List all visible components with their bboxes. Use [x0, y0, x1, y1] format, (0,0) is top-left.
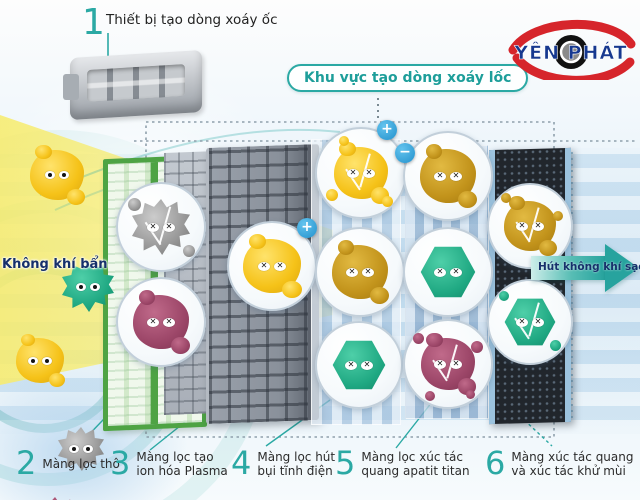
captured-germ-circle-teal: ✕✕ [403, 227, 493, 317]
captured-germ-circle-teal: ✕✕ [315, 321, 403, 409]
captured-germ-circle-gray: ✕✕ [116, 182, 206, 272]
ionized-germ-circle-yellow: + ✕✕ [227, 218, 317, 311]
step2-item: 2 Màng lọc thô [16, 447, 120, 479]
clean-air-arrow-tip [605, 244, 639, 292]
dirty-air-label: Không khí bẩn [2, 257, 108, 272]
step2-label: Màng lọc thô [42, 457, 120, 471]
clean-air-label: Hút không khí sạch [538, 261, 640, 273]
step5-number: 5 [335, 444, 356, 482]
logo-text: YÊN PHÁT [513, 41, 627, 64]
clean-air-arrow [531, 256, 605, 280]
minus-ion-badge: − [395, 143, 415, 163]
step1-number: 1 [82, 2, 105, 43]
vortex-device-image [63, 49, 202, 121]
captured-germ-circle-mustard: ✕✕ [403, 131, 493, 221]
broken-germ-circle-dark-yellow: ✕✕ [487, 183, 573, 269]
dirty-germ-yellow [16, 333, 65, 388]
dirty-germ-purple [28, 497, 82, 500]
broken-germ-circle-yellow: + − ✕✕ [315, 120, 415, 219]
captured-germ-circle-mustard: ✕✕ [315, 227, 405, 317]
step1-label: Thiết bị tạo dòng xoáy ốc [106, 12, 278, 28]
step3-number: 3 [110, 444, 131, 482]
vortex-zone-pill: Khu vực tạo dòng xoáy lốc [287, 64, 529, 92]
dirty-germ-yellow [30, 145, 86, 205]
step2-number: 2 [16, 444, 37, 482]
broken-germ-circle-purple: ✕✕ [403, 319, 493, 409]
step6-number: 6 [485, 444, 506, 482]
plus-ion-badge: + [377, 120, 397, 140]
captured-germ-circle-purple: ✕✕ [116, 277, 206, 367]
yen-phat-logo: YÊN PHÁT [508, 19, 636, 80]
broken-germ-circle-teal: ✕✕ [487, 279, 573, 365]
step4-number: 4 [231, 444, 252, 482]
plus-ion-badge: + [297, 218, 317, 238]
